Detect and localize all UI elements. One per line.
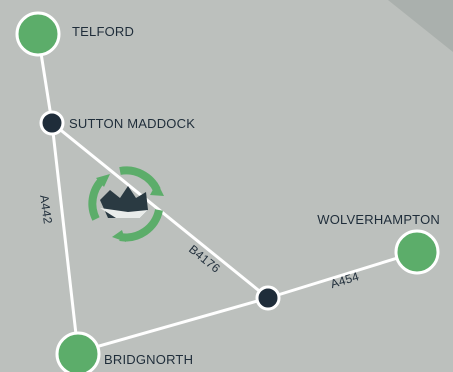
town-marker-wolverhampton (394, 229, 440, 275)
boat-in-circular-arrows-icon (88, 166, 164, 242)
road-a442 (50, 121, 80, 354)
road-label-a442: A442 (37, 194, 55, 225)
road-bridgnorth-junction (76, 296, 270, 354)
town-marker-telford (15, 11, 61, 57)
town-marker-bridgnorth (55, 331, 101, 372)
road-a454 (266, 250, 419, 300)
place-label-telford: TELFORD (72, 24, 134, 39)
place-label-bridgnorth: BRIDGNORTH (104, 352, 193, 367)
place-label-wolverhampton: WOLVERHAMPTON (317, 212, 440, 227)
junction-marker-b4176-a454 (255, 285, 281, 311)
junction-marker-sutton-maddock (39, 110, 65, 136)
place-label-sutton-maddock: SUTTON MADDOCK (69, 116, 195, 131)
map-corner-band (388, 0, 453, 52)
